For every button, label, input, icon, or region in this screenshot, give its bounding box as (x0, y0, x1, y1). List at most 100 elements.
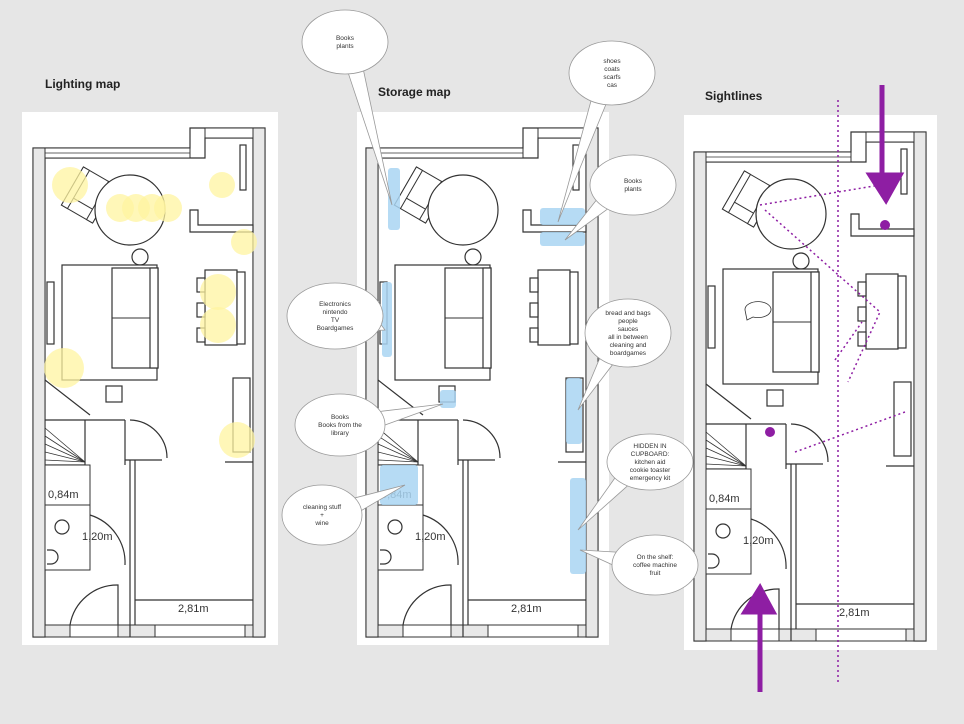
toilet-door-swing (750, 518, 787, 570)
front-door-swing (69, 584, 119, 626)
note-bubble (611, 534, 699, 596)
toilet (54, 519, 70, 535)
note-text: shoes (603, 58, 621, 65)
dimension-label: 1,20m (415, 531, 446, 543)
note-text: coats (604, 66, 620, 73)
note-text: wine (314, 520, 329, 527)
storage-area (570, 478, 586, 574)
tv (707, 285, 716, 349)
stair-step (377, 459, 419, 463)
chair (529, 302, 539, 318)
stair-step (705, 455, 747, 467)
stair-step (44, 459, 86, 463)
note-text: kitchen aid (634, 459, 665, 466)
speech-bubble-icon (744, 301, 772, 321)
light-spot (44, 348, 84, 388)
window-side (239, 144, 247, 191)
storage-area (440, 390, 456, 408)
left-wall (693, 151, 707, 642)
storage-area (380, 465, 418, 505)
arrow-down-icon (865, 85, 905, 205)
stair-step (377, 443, 419, 463)
note-text: plants (624, 186, 642, 193)
arrow-up-icon (740, 583, 778, 692)
toilet-room (705, 508, 752, 575)
panel-title: Sightlines (705, 89, 763, 103)
viewpoint-dot (880, 220, 890, 230)
toilet (387, 519, 403, 535)
light-spot (200, 274, 236, 310)
panel-title: Storage map (378, 85, 451, 99)
note-text: cleaning and (610, 342, 647, 349)
note-text: Books (624, 178, 643, 185)
front-door-swing (730, 588, 780, 630)
chair (857, 306, 867, 322)
note-text: Books (336, 35, 355, 42)
light-spot (200, 307, 236, 343)
note-bubble (294, 393, 386, 457)
light-spot (154, 194, 182, 222)
toilet (715, 523, 731, 539)
side-box (766, 389, 784, 407)
door-swing (790, 423, 829, 463)
light-spot (52, 167, 88, 203)
note-bubble (606, 433, 694, 491)
chair-bench (236, 271, 246, 345)
chair-bench (897, 275, 907, 349)
stair-step (44, 435, 86, 463)
stair-step (44, 443, 86, 463)
sightline (759, 184, 881, 206)
note-bubble (301, 9, 389, 75)
sightline (764, 209, 881, 383)
right-wall (252, 127, 266, 638)
stair-step (705, 431, 747, 467)
note-bubble (286, 282, 384, 350)
note-bubble (281, 484, 363, 546)
note-text: bread and bags (605, 310, 651, 317)
stool (131, 248, 149, 266)
sofa-back (149, 267, 159, 369)
note-text: plants (336, 43, 354, 50)
storage-area (382, 282, 392, 357)
dimension-label: 0,84m (709, 493, 740, 505)
stool (792, 252, 810, 270)
sofa-back (810, 271, 820, 373)
chair (196, 302, 206, 318)
storage-area (388, 168, 400, 230)
dimension-label: 1,20m (82, 531, 113, 543)
note-text: coffee machine (633, 562, 677, 569)
storage-area (540, 208, 585, 225)
note-bubble (568, 40, 656, 106)
window (487, 624, 579, 638)
cabinet (893, 381, 912, 457)
hall-wall (124, 420, 162, 637)
note-text: people (618, 318, 638, 325)
note-text: all in between (608, 334, 648, 341)
niche-wall (850, 213, 915, 237)
note-text: sauces (618, 326, 639, 333)
note-text: cleaning stuff (303, 504, 341, 511)
window (204, 127, 254, 139)
dimension-label: 0,84m (48, 489, 79, 501)
light-spot (231, 229, 257, 255)
window (865, 131, 915, 143)
note-text: cas (607, 82, 618, 89)
light-spot (219, 422, 255, 458)
window (154, 624, 246, 638)
front-door-gap (402, 624, 452, 638)
hall-wall (785, 424, 823, 641)
chair (529, 327, 539, 343)
note-text: boardgames (610, 350, 647, 357)
sofa-back (482, 267, 492, 369)
storage-area (566, 378, 582, 444)
left-wall (32, 147, 46, 638)
